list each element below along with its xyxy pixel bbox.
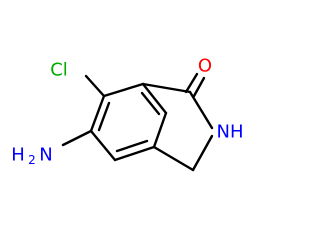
bond-c-o-2 [192, 76, 206, 98]
bond-c2-c3-inner [115, 139, 149, 153]
bond-c-nh2 [61, 129, 93, 147]
bond-n-to-ch2 [191, 134, 214, 172]
amine-label: H 2 N [11, 145, 53, 168]
bond-c1-c2 [152, 111, 168, 149]
bond-c3-c4 [89, 129, 117, 162]
bond-c-o-1 [184, 72, 199, 94]
chlorine-label: Cl [50, 60, 68, 81]
bond-carbonyl-c-to-ring [141, 82, 192, 94]
structure-diagram: O NH Cl H 2 N [11, 56, 244, 172]
benzene-ring [89, 82, 168, 162]
bond-c6-c1 [141, 82, 168, 115]
bond-c4-c5-inner [97, 101, 111, 132]
bond-carbonyl-c-to-n [188, 90, 214, 130]
amine-n-label: N [39, 145, 52, 166]
oxygen-label: O [198, 56, 212, 77]
amine-subscript-2: 2 [28, 153, 36, 167]
bond-c2-c3 [113, 145, 156, 162]
bond-c4-c5 [89, 94, 106, 133]
bond-c6-c1-inner [140, 91, 161, 116]
bond-ch2-to-ring [152, 145, 195, 172]
bond-c-cl [84, 74, 106, 98]
carbonyl-bond [184, 72, 206, 98]
lactam-ring [141, 82, 214, 172]
ring-nitrogen-label: NH [217, 122, 244, 143]
bond-c5-c6 [102, 82, 145, 98]
amine-h-label: H [11, 145, 25, 166]
